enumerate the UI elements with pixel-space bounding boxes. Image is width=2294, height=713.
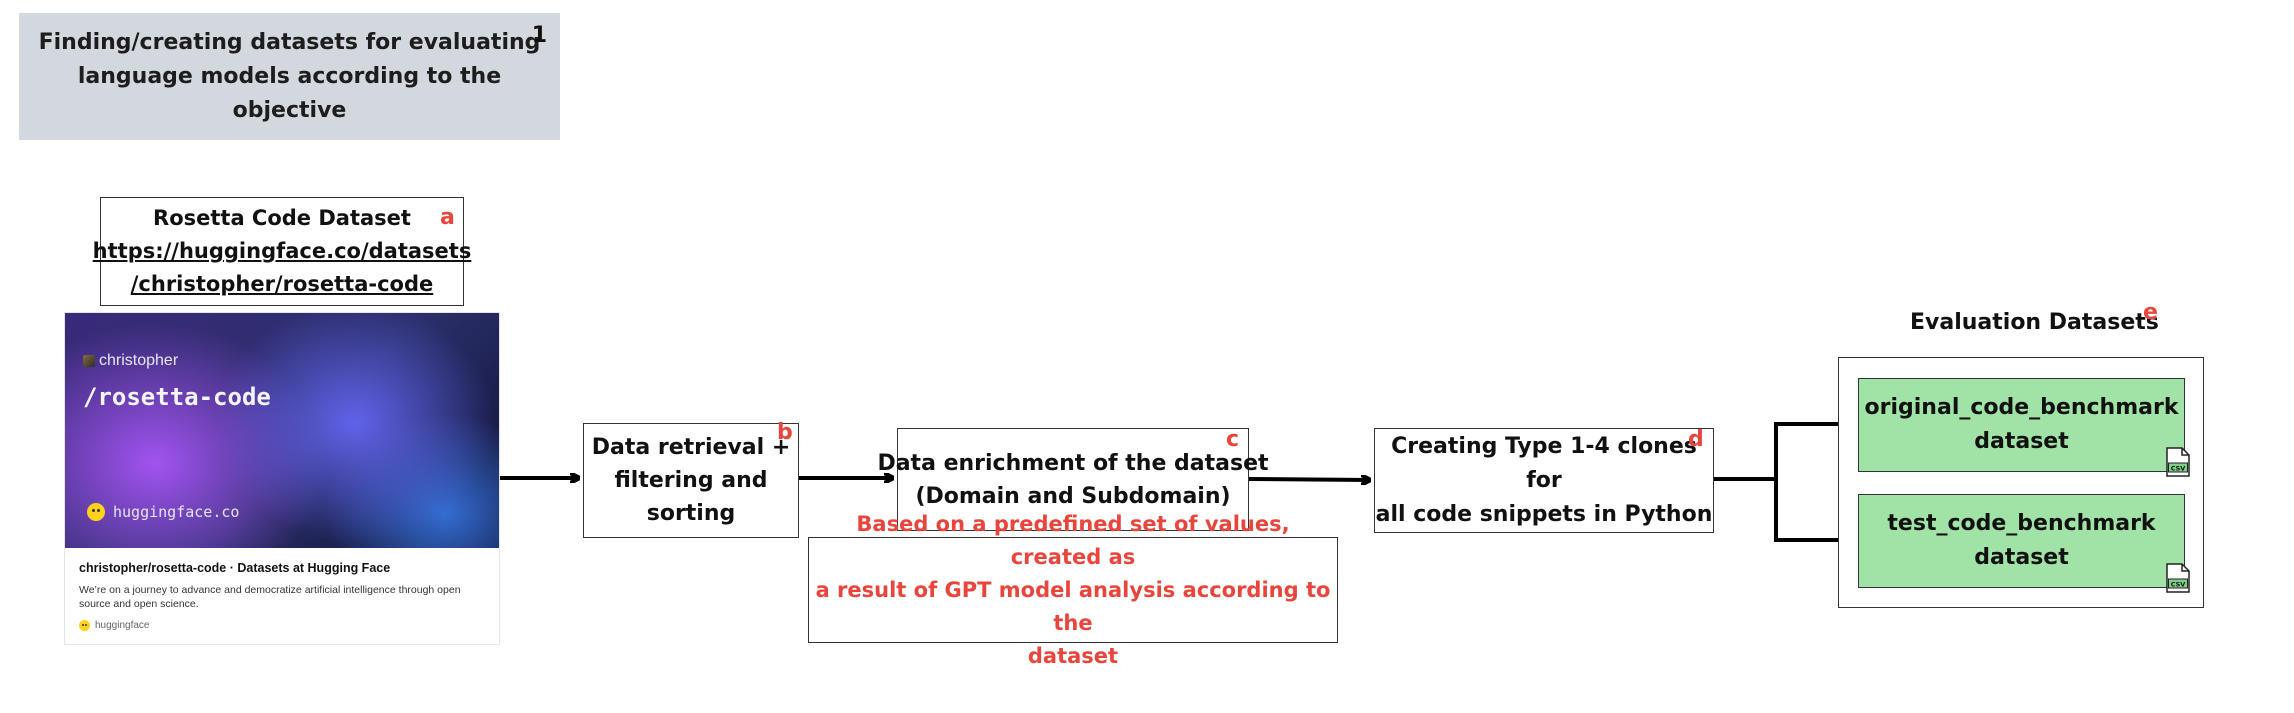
stage-number: 1 (531, 23, 547, 48)
step-b-line1: Data retrieval + (591, 435, 791, 460)
step-marker-e: e (2143, 300, 2158, 325)
preview-domain: huggingface (79, 620, 150, 631)
dataset-link-line1[interactable]: https://huggingface.co/datasets (92, 239, 472, 263)
dataset-title: Rosetta Code Dataset (153, 206, 411, 230)
step-b-line3: sorting (646, 501, 736, 526)
preview-user-name: christopher (99, 352, 179, 369)
step-marker-b: b (777, 420, 793, 445)
dataset-test-code-benchmark: test_code_benchmark dataset CSV (1858, 494, 2190, 593)
step-c-note-line1: Based on a predefined set of values, cre… (856, 511, 1290, 569)
step-c-note: Based on a predefined set of values, cre… (808, 512, 1338, 668)
stage-header: Finding/creating datasets for evaluating… (19, 13, 560, 140)
arrow-d-split (1714, 424, 1778, 540)
evaluation-datasets-container: original_code_benchmark dataset CSV test… (1838, 357, 2204, 608)
step-b-box: Data retrieval + filtering and sorting (583, 423, 799, 538)
step-c-line2: (Domain and Subdomain) (915, 483, 1231, 509)
dataset-2-line2: dataset (1974, 545, 2069, 570)
csv-label-2: CSV (2171, 581, 2186, 589)
stage-title-line2: language models according to the objecti… (77, 63, 502, 123)
preview-page-title: christopher/rosetta-code · Datasets at H… (79, 561, 391, 575)
step-d-line2: all code snippets in Python (1375, 501, 1713, 527)
step-d-line1: Creating Type 1-4 clones for (1391, 433, 1697, 493)
dataset-2-line1: test_code_benchmark (1887, 511, 2156, 536)
step-marker-c: c (1226, 427, 1240, 452)
stage-title-line1: Finding/creating datasets for evaluating (38, 29, 541, 55)
preview-site: huggingface.co (87, 503, 239, 521)
preview-domain-name: huggingface (95, 620, 150, 631)
step-b-line2: filtering and (614, 468, 768, 493)
huggingface-preview-card[interactable]: christopher /rosetta-code huggingface.co… (64, 312, 500, 645)
hugging-face-logo-icon (87, 503, 105, 521)
step-c-note-line3: dataset (1027, 643, 1119, 668)
step-marker-d: d (1688, 427, 1704, 452)
dataset-1-line2: dataset (1974, 429, 2069, 454)
step-marker-a: a (440, 205, 455, 230)
user-avatar-icon (83, 354, 95, 367)
dataset-original-code-benchmark: original_code_benchmark dataset CSV (1858, 378, 2190, 477)
dataset-1-line1: original_code_benchmark (1864, 395, 2179, 420)
preview-description: We’re on a journey to advance and democr… (79, 584, 461, 610)
csv-file-icon: CSV (2166, 563, 2190, 593)
dataset-link-line2[interactable]: /christopher/rosetta-code (130, 272, 434, 296)
step-c-line1: Data enrichment of the dataset (877, 450, 1269, 476)
step-c-note-line2: a result of GPT model analysis according… (815, 577, 1331, 635)
step-d-box: Creating Type 1-4 clones for all code sn… (1374, 428, 1714, 533)
preview-banner: christopher /rosetta-code huggingface.co (65, 313, 499, 548)
csv-file-icon: CSV (2166, 447, 2190, 477)
preview-repo-name: /rosetta-code (83, 383, 271, 411)
hugging-face-small-icon (79, 620, 90, 631)
preview-site-name: huggingface.co (113, 503, 240, 521)
step-c-box: Data enrichment of the dataset (Domain a… (877, 428, 1269, 531)
dataset-source-box: Rosetta Code Dataset https://huggingface… (93, 197, 471, 306)
csv-label-1: CSV (2171, 465, 2186, 473)
preview-user: christopher (83, 352, 178, 370)
evaluation-datasets-title: Evaluation Datasets (1910, 310, 2159, 335)
